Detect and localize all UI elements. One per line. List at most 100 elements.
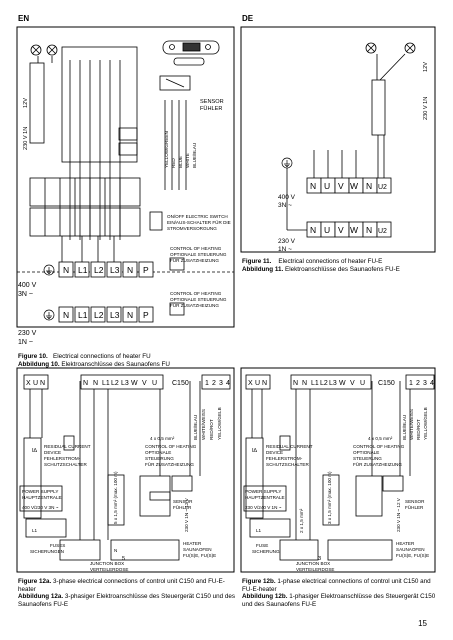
- fig12a-caption: Figure 12a. 3-phase electrical connectio…: [18, 578, 236, 608]
- fig10-supply-400-phase: 3N ~: [18, 291, 33, 298]
- fig12a-n5: 5: [122, 556, 125, 562]
- fig12a-ctrl-2: OPTIONALE: [145, 450, 171, 455]
- fig12a-main-n1: N: [83, 380, 88, 387]
- fig12a-rcd-1: RESIDUAL CURRENT: [44, 444, 91, 449]
- fig12a-sensor-2: FÜHLER: [173, 504, 192, 510]
- fig12b-wire-2: WHITE/WEISS: [409, 409, 414, 440]
- fig12b-sensor-2: FÜHLER: [405, 504, 424, 510]
- fig11-term-n2: N: [366, 181, 372, 191]
- fig12b-right-2: 2: [416, 380, 420, 387]
- fig12a-term-n: N: [40, 380, 45, 387]
- fig12b-right-4: 4: [430, 380, 434, 387]
- fig10-volt-230: 230 V 1N: [23, 127, 29, 150]
- fig12b-phases: L1: [256, 528, 262, 533]
- fig12b-model: C150: [378, 380, 395, 387]
- fig11-volt-12: 12V: [423, 62, 429, 72]
- fig12a-caption-en-num: Figure 12a.: [18, 578, 52, 585]
- fig10-term-n: N: [63, 265, 69, 275]
- fig12b-right-3: 3: [423, 380, 427, 387]
- fig12a-fuse-2: SICHERUNGEN: [30, 549, 64, 554]
- fig12b-rcd-3: FEHLERSTROM-: [266, 456, 303, 461]
- fig12a-term-x: X: [26, 380, 31, 387]
- fig12b-main-v: V: [350, 380, 355, 387]
- fig12a-caption-de-num: Abbildung 12a.: [18, 593, 64, 601]
- fig12a-wire-3: RED/ROT: [209, 419, 214, 440]
- fig12a-rcd-3: FEHLERSTROM-: [44, 456, 81, 461]
- fig12a-junction-2: VERTEILERDOSE: [90, 567, 128, 572]
- fig12b-wire-4: YELLOW/GELB: [423, 407, 428, 440]
- fig11-supply-400-phase: 3N ~: [278, 202, 292, 209]
- fig12a-supply-2: HAUPTZENTRALE: [22, 495, 62, 500]
- language-label-en: EN: [18, 14, 30, 23]
- fig12b-fuse-2: SICHERUNG: [252, 549, 280, 554]
- fig10-ctrl2-label-2: OPTIONALE STEUERUNG: [170, 297, 227, 302]
- fig12b-main-l3: L3: [329, 380, 337, 387]
- fig12b-supply-volt: 230 V/240 V 1N ~: [245, 505, 282, 510]
- fig12b-heater-1: HEATER: [396, 541, 415, 546]
- fig10-switch-label-1: ON/OFF ELECTRIC SWITCH: [167, 214, 228, 219]
- fig11-caption: Figure 11. Electrical connections of hea…: [242, 258, 437, 273]
- fig12a-ctrl-1: CONTROL OF HEATING: [145, 444, 197, 449]
- fig12b-term-x: X: [248, 380, 253, 387]
- fig12b-cable-small: 4 x 0,5 mm²: [368, 436, 393, 441]
- fig12b-main-u: U: [360, 380, 365, 387]
- fig12a-main-l2: L2: [111, 380, 119, 387]
- fig12b-n3: 3: [318, 556, 321, 562]
- fig12b-ctrl-1: CONTROL OF HEATING: [353, 444, 405, 449]
- fig10-term1-n2: N: [127, 310, 133, 320]
- fig12b-rcd-2: DEVICE: [266, 450, 283, 455]
- fig12a-main-w: W: [131, 380, 138, 387]
- fig10-sensor-label: SENSOR: [200, 99, 224, 105]
- fig12a-fuse-1: FUSES: [50, 543, 65, 548]
- fig10-wire-5: BLUE/BLAU: [192, 143, 197, 168]
- fig12b-main-l2: L2: [320, 380, 328, 387]
- fig12a-right-2: 2: [212, 380, 216, 387]
- fig12a-i-delta: I∆: [32, 448, 38, 454]
- fig12a-sensor-1: SENSOR: [173, 499, 193, 504]
- fig12b-caption: Figure 12b. 1-phase electrical connectio…: [242, 578, 438, 608]
- fig12b-junction-1: JUNCTION BOX: [296, 561, 330, 566]
- fig12a-main-l1: L1: [102, 380, 110, 387]
- fig10-ctrl2-label-3: FÜR ZUSATZHEIZUNG: [170, 302, 219, 308]
- fig10-term-l1: L1: [78, 265, 88, 275]
- fig10-wire-1: YELLOW/GREEN: [164, 131, 169, 168]
- fig12a-wire-4: YELLOW/GELB: [217, 407, 222, 440]
- fig11-term1-w: W: [350, 225, 358, 235]
- fig11-term1-v: V: [338, 225, 344, 235]
- fig12b-fuse-1: FUSE: [256, 543, 268, 548]
- fig12a-ctrl-3: STEUERUNG: [145, 456, 174, 461]
- fig10-supply-400: 400 V: [18, 282, 37, 289]
- language-label-de: DE: [242, 14, 254, 23]
- fig10-caption-en: Electrical connections of heater FU: [53, 353, 151, 360]
- fig12a-ctrl-4: FÜR ZUSATZHEIZUNG: [145, 461, 194, 467]
- fig12b-cable-c: 2 x 1,5 mm²: [299, 508, 304, 533]
- fig11-term1-n2: N: [366, 225, 372, 235]
- fig10-wire-4: WHITE: [185, 153, 190, 168]
- fig10-ctrl2-label-1: CONTROL OF HEATING: [170, 291, 222, 296]
- fig12a-right-1: 1: [205, 380, 209, 387]
- fig12a-junction-1: JUNCTION BOX: [90, 561, 124, 566]
- fig12b-ctrl-4: FÜR ZUSATZHEIZUNG: [353, 461, 402, 467]
- fig10-wire-3: BLUE: [178, 156, 183, 168]
- fig10-ctrl-label-3: FÜR ZUSATZHEIZUNG: [170, 257, 219, 263]
- fig12b-caption-de-num: Abbildung 12b.: [242, 593, 288, 601]
- fig12b-term-n: N: [262, 380, 267, 387]
- fig11-term-w: W: [350, 181, 358, 191]
- fig12a-supply-1: POWER SUPPLY: [22, 489, 58, 494]
- fig10-caption-de: Elektroanschlüsse des Saunaofens FU: [61, 360, 170, 368]
- fig11-term1-u: U: [324, 225, 330, 235]
- fig12a-terminals: [23, 374, 231, 390]
- fig12b-main-w: W: [339, 380, 346, 387]
- fig10-switch-label-3: STROMVERSORGUNG: [167, 226, 217, 231]
- fig12a-caption-en: 3-phase electrical connections of contro…: [18, 578, 225, 593]
- fig12b-caption-de: 1-phasiger Elektroanschlüsse des Steuerg…: [242, 593, 436, 608]
- fig10-supply-230-phase: 1N ~: [18, 339, 33, 346]
- fig12b-rcd-1: RESIDUAL CURRENT: [266, 444, 313, 449]
- fig10-supply-230: 230 V: [18, 330, 37, 337]
- fig12b-wire-3: RED/ROT: [416, 419, 421, 440]
- fig10-caption-de-num: Abbildung 10.: [18, 360, 60, 368]
- fig12a-heater-2: SAUNAOFEN: [183, 547, 212, 552]
- fig11-term-n: N: [310, 181, 316, 191]
- fig12a-wire-2: WHITE/WEISS: [201, 409, 206, 440]
